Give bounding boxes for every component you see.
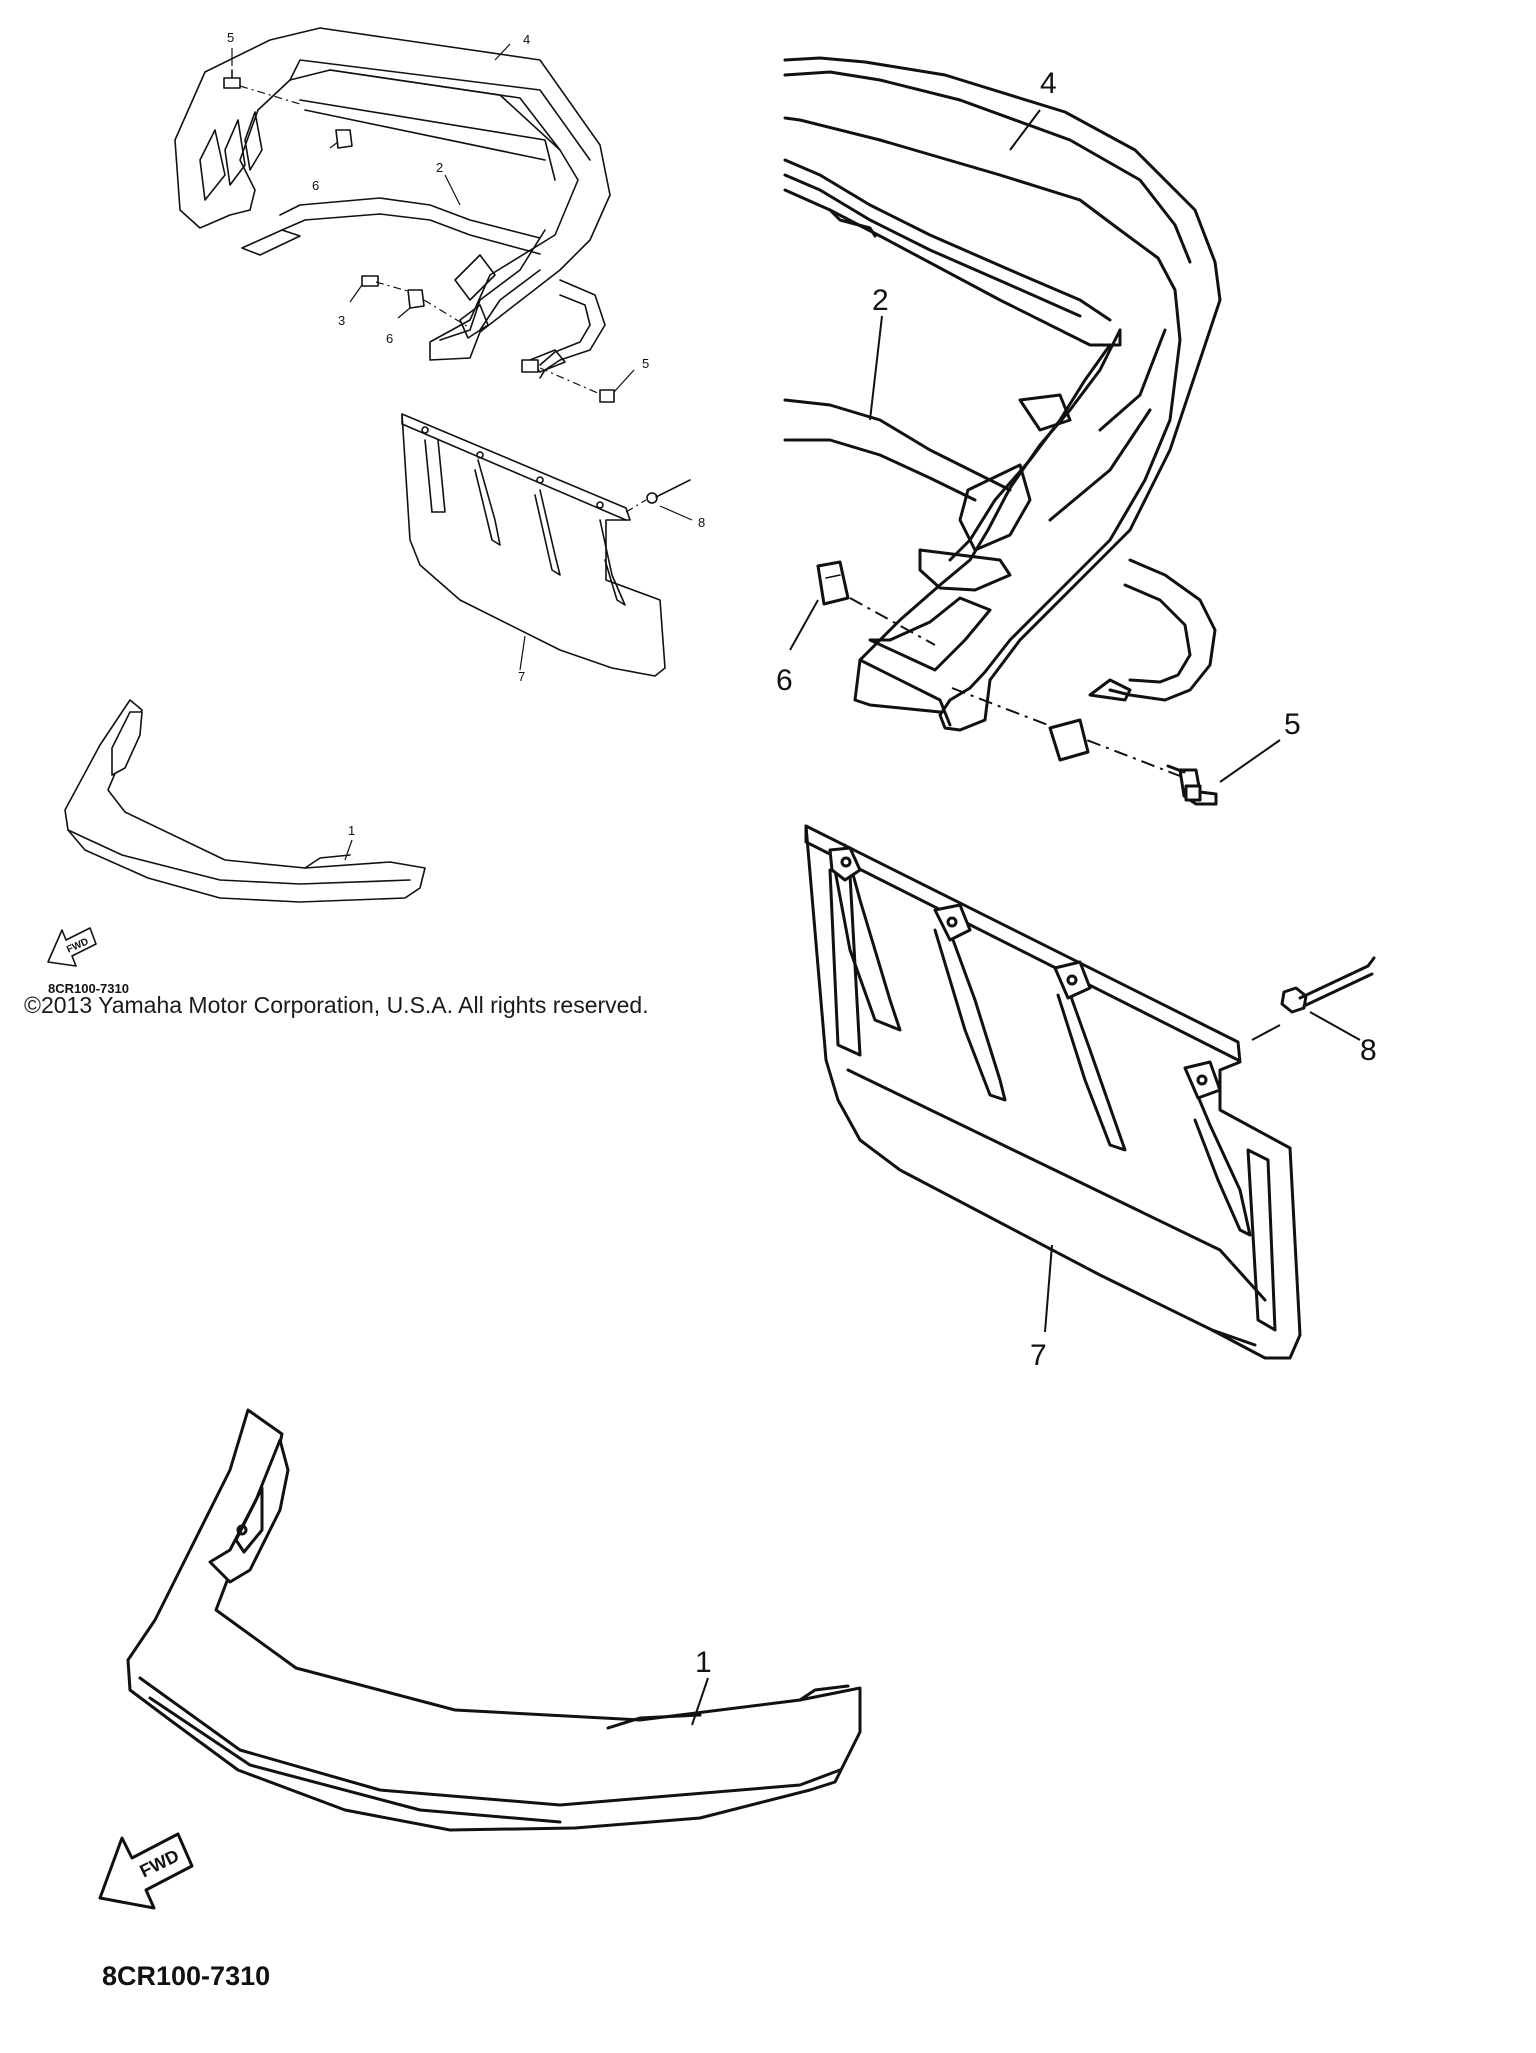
fwd-arrow-large-icon: FWD — [98, 1832, 194, 1910]
part-1-bumper-detail — [126, 1408, 862, 1832]
part-2-bar-detail — [783, 398, 1217, 702]
overview-callouts: 5 4 6 2 3 6 5 8 7 1 — [227, 30, 705, 861]
overview-diagram: 5 4 6 2 3 6 5 8 7 1 FWD 8CR100-7310 — [47, 27, 705, 996]
callout-2-detail: 2 — [872, 284, 889, 317]
callout-5-lower: 5 — [642, 356, 649, 371]
callout-5-detail: 5 — [1284, 708, 1301, 741]
part-6-nut-top-overview — [335, 129, 353, 149]
part-8-rivet-overview — [625, 479, 691, 513]
callout-4: 4 — [523, 32, 530, 47]
callout-7: 7 — [518, 669, 525, 684]
callout-4-detail: 4 — [1040, 67, 1057, 100]
callout-2: 2 — [436, 160, 443, 175]
part-1-bumper-overview — [64, 699, 426, 903]
part-6-nut-detail — [816, 560, 850, 606]
part-2-bar-overview — [241, 197, 606, 379]
fwd-arrow-small-icon: FWD — [47, 927, 97, 967]
callout-8-detail: 8 — [1360, 1034, 1377, 1067]
callout-5-top: 5 — [227, 30, 234, 45]
part-8-rivet-detail — [1251, 956, 1376, 1041]
callout-7-detail: 7 — [1030, 1339, 1047, 1372]
part-4-rack-detail — [783, 56, 1222, 732]
part-4-rack-overview — [174, 27, 611, 361]
callout-6-lower: 6 — [386, 331, 393, 346]
fasteners-overview — [223, 69, 615, 403]
part-3-bolt-overview — [361, 275, 379, 287]
part-6-nut-right-detail — [1048, 718, 1090, 762]
part-5-bolt-top-overview — [223, 77, 241, 89]
part-7-flap-detail — [804, 824, 1302, 1360]
part-5-bolt-lower-overview — [599, 389, 615, 403]
diagram-code-large: 8CR100-7310 — [102, 1961, 270, 1991]
diagram-code-small: 8CR100-7310 — [48, 981, 129, 996]
callout-1: 1 — [348, 823, 355, 838]
callout-6-top: 6 — [312, 178, 319, 193]
detail-diagram: 4 2 5 8 7 1 6 FWD 8CR100-7310 — [98, 56, 1377, 1991]
callout-6-partial-detail: 6 — [776, 664, 793, 697]
callout-8: 8 — [698, 515, 705, 530]
part-7-flap-overview — [401, 413, 666, 677]
copyright-text: ©2013 Yamaha Motor Corporation, U.S.A. A… — [24, 992, 649, 1018]
fasteners-detail — [816, 560, 1218, 806]
part-6-nut-lower-overview — [407, 289, 425, 309]
callout-1-detail: 1 — [695, 1646, 712, 1679]
detail-callouts: 4 2 5 8 7 1 6 — [691, 67, 1377, 1726]
callout-3: 3 — [338, 313, 345, 328]
